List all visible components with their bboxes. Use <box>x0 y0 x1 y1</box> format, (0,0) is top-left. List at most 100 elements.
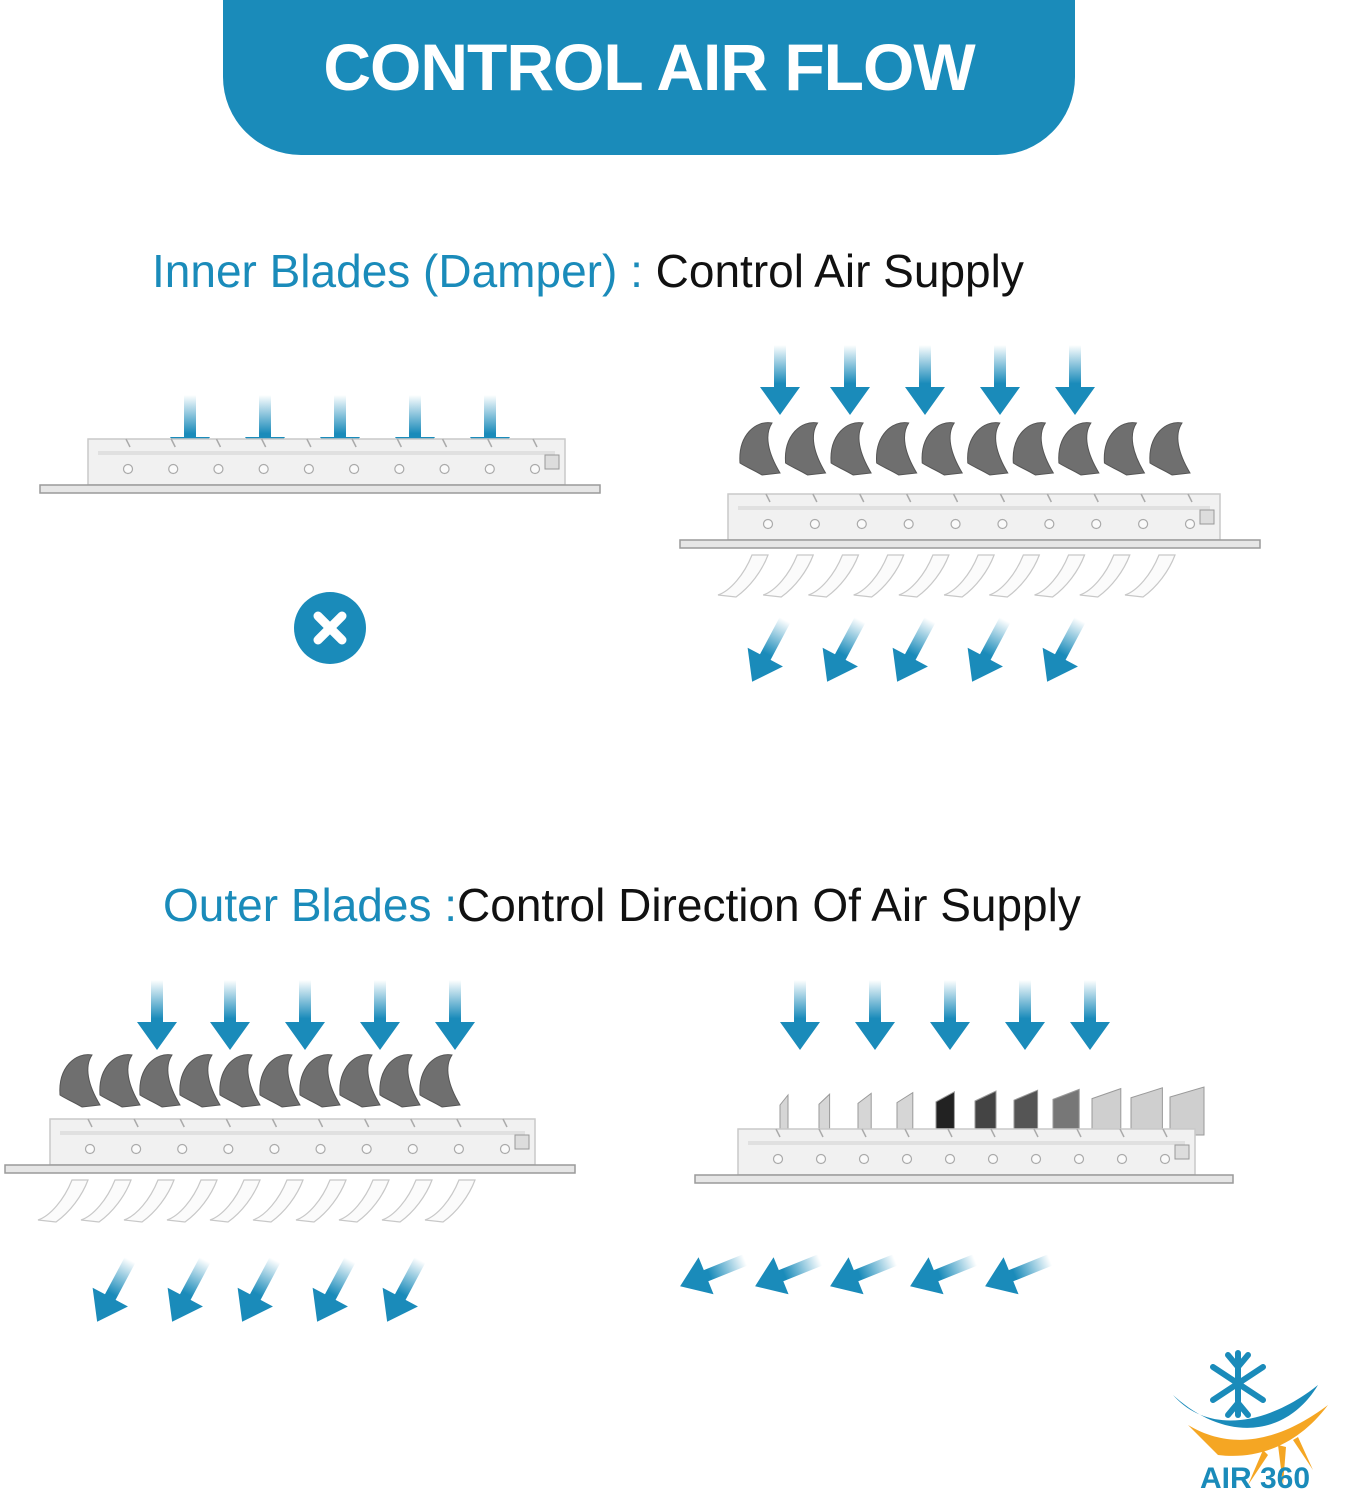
blade <box>381 1179 433 1223</box>
wave-blue <box>1173 1385 1318 1428</box>
outer-blades-top <box>59 1054 461 1108</box>
inner-blades-top <box>739 422 1191 476</box>
screw <box>168 463 179 475</box>
screw <box>303 463 314 475</box>
arrow-diagonal-icon <box>237 1257 281 1322</box>
blade <box>779 1093 789 1136</box>
screw <box>315 1143 326 1155</box>
panel-outer-side <box>680 975 1250 1305</box>
screw <box>1030 1153 1042 1165</box>
outer-blades-angled <box>779 1086 1205 1136</box>
title-banner: CONTROL AIR FLOW <box>223 0 1075 155</box>
panel-outer-down <box>0 975 600 1335</box>
screw <box>213 463 224 475</box>
screw <box>1073 1153 1085 1165</box>
screw <box>361 1143 372 1155</box>
outer-blades-label: Outer Blades <box>163 879 432 931</box>
blade <box>896 1091 914 1136</box>
blade <box>989 554 1041 598</box>
screw <box>122 463 134 475</box>
blade <box>80 1179 132 1223</box>
arrow-diagonal-icon <box>312 1257 356 1322</box>
arrow-left-icon <box>830 1254 898 1295</box>
blade <box>99 1054 141 1108</box>
screw <box>269 1143 280 1155</box>
outgoing-arrows <box>680 1254 1053 1295</box>
blade <box>943 554 995 598</box>
screw <box>439 463 450 475</box>
screw <box>131 1143 142 1155</box>
blade <box>1149 422 1191 476</box>
inner-blades-heading: Inner Blades (Damper) : Control Air Supp… <box>152 244 1024 298</box>
outer-blades-bottom <box>37 1179 476 1223</box>
arrow-down-icon <box>830 345 870 415</box>
arrow-down-icon <box>1055 345 1095 415</box>
sun-icon <box>1188 1405 1328 1485</box>
arrow-down-icon <box>760 345 800 415</box>
arrow-diagonal-icon <box>1042 617 1086 682</box>
blade <box>1052 1088 1080 1136</box>
frame-flange <box>4 1164 576 1174</box>
panel-inner-open <box>670 340 1290 700</box>
screw <box>84 1143 96 1155</box>
screw <box>1116 1153 1128 1165</box>
screw <box>1044 518 1055 530</box>
screw <box>1091 518 1102 530</box>
screw <box>987 1153 999 1165</box>
inner-blades-description: Control Air Supply <box>655 245 1024 297</box>
arrow-diagonal-icon <box>167 1257 211 1322</box>
arrow-down-icon <box>137 980 177 1050</box>
screw <box>901 1153 913 1165</box>
screw <box>903 518 914 530</box>
outer-blades-heading: Outer Blades :Control Direction Of Air S… <box>163 878 1081 932</box>
panel-inner-closed <box>0 380 640 680</box>
blade <box>252 1179 304 1223</box>
outgoing-arrows <box>92 1257 426 1322</box>
damper-frame <box>39 438 601 494</box>
page-title: CONTROL AIR FLOW <box>323 29 975 104</box>
arrow-diagonal-icon <box>892 617 936 682</box>
blade <box>921 422 964 476</box>
blade <box>808 554 860 598</box>
blade <box>259 1054 301 1108</box>
blade <box>299 1054 341 1108</box>
screw <box>484 463 495 475</box>
damper-frame <box>679 493 1261 549</box>
arrow-diagonal-icon <box>747 617 791 682</box>
blade <box>763 554 815 598</box>
arrow-left-icon <box>910 1254 978 1295</box>
air360-logo <box>1173 1350 1328 1485</box>
inner-blades-bottom <box>717 554 1176 598</box>
blade <box>166 1179 218 1223</box>
screw <box>809 518 820 530</box>
screw <box>499 1143 511 1155</box>
arrow-down-icon <box>1070 980 1110 1050</box>
blade <box>37 1179 89 1223</box>
outer-blades-description: Control Direction Of Air Supply <box>457 879 1081 931</box>
frame-flange <box>694 1174 1234 1184</box>
screw <box>453 1143 464 1155</box>
incoming-arrows <box>780 980 1110 1050</box>
frame-body <box>737 1128 1196 1176</box>
arrow-down-icon <box>435 980 475 1050</box>
incoming-arrows <box>760 345 1095 415</box>
brand-name: AIR 360 <box>1200 1462 1311 1495</box>
blade <box>1012 422 1055 476</box>
arrow-left-icon <box>985 1254 1053 1295</box>
snowflake-icon <box>1210 1350 1266 1418</box>
arrow-down-icon <box>855 980 895 1050</box>
blade <box>339 1054 381 1108</box>
outer-blades-separator: : <box>431 879 458 931</box>
blade <box>139 1054 181 1108</box>
screw <box>944 1153 956 1165</box>
blade <box>967 422 1009 476</box>
arrow-down-icon <box>210 980 250 1050</box>
blade <box>1013 1089 1039 1136</box>
inner-blades-label: Inner Blades (Damper) <box>152 245 618 297</box>
close-icon <box>294 592 366 664</box>
blade <box>1103 422 1146 476</box>
arrow-left-icon <box>755 1254 823 1295</box>
blade <box>123 1179 175 1223</box>
arrow-diagonal-icon <box>382 1257 426 1322</box>
blade <box>59 1054 101 1108</box>
